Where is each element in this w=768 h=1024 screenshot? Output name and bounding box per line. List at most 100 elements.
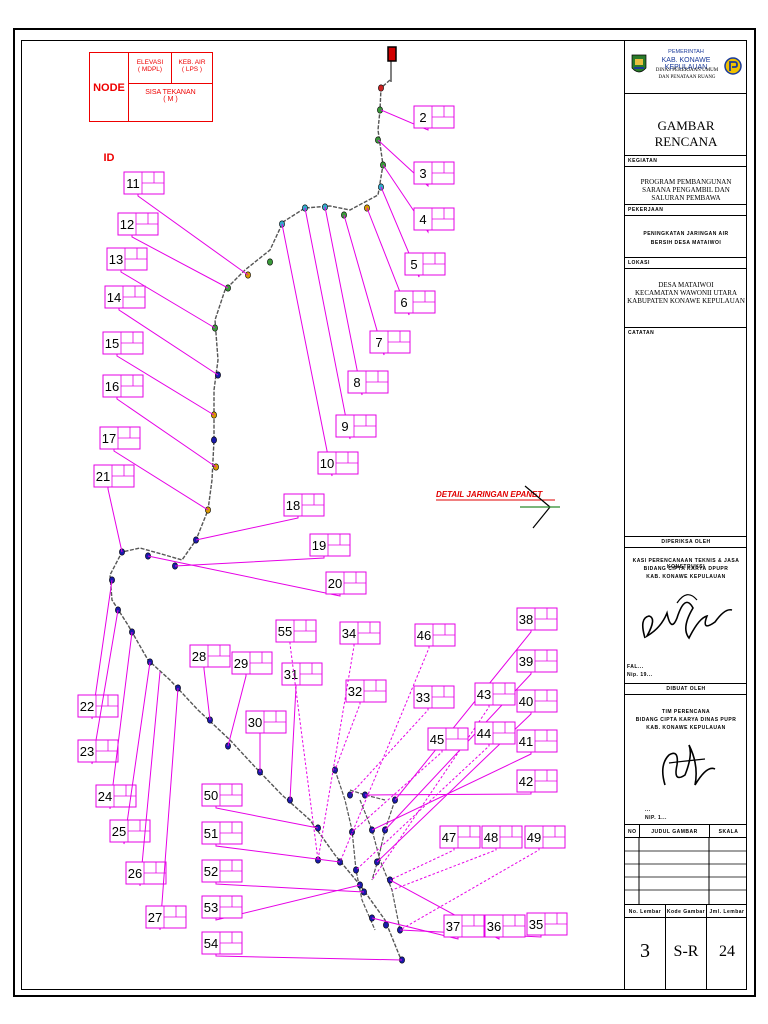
network-svg: 2345678910111213141516171819202122232425… [77,46,568,964]
leader-line-10 [281,223,333,477]
tb-lokasi-header: LOKASI [625,258,747,269]
leader-line-54 [215,954,403,961]
leader-line-24 [109,631,133,810]
tb-lokasi: DESA MATAIWOI KECAMATAN WAWONII UTARA KA… [625,269,747,328]
tb-gambar-rencana-title: GAMBAR RENCANA [654,118,718,149]
tb-no-lembar: 3 [640,940,650,962]
leader-line-39 [384,672,532,831]
tb-dibuat-nip: NIP. 1... [645,815,667,821]
legend-elevasi-label: ELEVASI [136,59,164,66]
node-id-label-41: 41 [519,734,533,749]
legend-sisa-tekanan-unit: ( M ) [163,96,178,103]
legend-keb-air-label: KEB. AIR [178,59,206,66]
regency-emblem-icon [631,54,647,73]
tb-pekerjaan-header: PEKERJAAN [625,205,747,216]
leader-line-43 [371,705,490,881]
tb-kegiatan-header: KEGIATAN [625,156,747,167]
tb-diperiksa-nip: Nip. 19... [627,672,653,678]
reservoir-tank-icon [387,46,397,62]
leader-line-5 [380,186,420,278]
legend-node-id: NODE ID [89,52,129,164]
node-id-label-10: 10 [320,456,334,471]
detail-jaringan-label: DETAIL JARINGAN EPANET [436,490,543,499]
sheet-outer-border [13,28,756,997]
node-id-label-19: 19 [312,538,326,553]
node-id-label-2: 2 [419,110,426,125]
title-block: PEMERINTAH KAB. KONAWE KEPULAUAN DINAS P… [624,40,747,990]
tb-list-header: NO JUDUL GAMBAR SKALA [625,825,747,838]
tb-pemerintah: PEMERINTAH [668,49,704,55]
node-id-label-36: 36 [487,919,501,934]
leader-line-19 [174,556,325,567]
leader-line-9 [304,207,351,440]
leader-line-15 [116,354,215,416]
node-id-label-28: 28 [192,649,206,664]
node-id-label-42: 42 [519,774,533,789]
node-id-label-22: 22 [80,699,94,714]
tb-lokasi-1: DESA MATAIWOI [658,281,714,289]
leader-line-48 [391,848,497,891]
node-id-label-47: 47 [442,830,456,845]
tb-lokasi-3: KABUPATEN KONAWE KEPULAUAN [627,297,745,305]
leader-line-51 [215,844,341,863]
node-id-label-39: 39 [519,654,533,669]
leader-line-17 [113,449,209,511]
tb-kode-gambar-label: Kode Gambar [666,909,706,915]
tb-no-lembar-label: No. Lembar [628,909,662,915]
tb-dibuat-bidang: BIDANG CIPTA KARYA DINAS PUPR [635,717,737,723]
tb-kode-gambar: S-R [673,943,699,960]
tb-col-judul: JUDUL GAMBAR [651,829,698,835]
leader-line-27 [159,687,179,931]
leader-line-29 [227,674,247,747]
tb-col-skala: SKALA [718,829,739,835]
leader-line-50 [215,806,319,829]
node-id-label-26: 26 [128,866,142,881]
main-pipe-line [109,79,403,963]
signature-diperiksa-icon [641,594,733,640]
node-id-label-18: 18 [286,498,300,513]
tb-dibuat-jabatan: TIM PERENCANA [661,709,711,715]
junction-node-17 [211,436,217,444]
junction-node-1 [378,84,384,92]
tb-kegiatan-text: PROGRAM PEMBANGUNAN SARANA PENGAMBIL DAN… [640,178,732,202]
tb-list-rows [625,838,747,905]
tb-list-grid [625,838,747,905]
tb-dibuat-header: DIBUAT OLEH [625,684,747,695]
leader-line-23 [91,609,119,765]
sheet-inner-border [21,40,747,990]
tb-diperiksa: KASI PERENCANAAN TEKNIS & JASA KONSTRUKS… [625,548,747,684]
branch-pipe-1 [334,769,376,931]
leader-line-16 [116,397,217,468]
node-id-label-40: 40 [519,694,533,709]
leader-line-38 [394,630,532,801]
leader-line-14 [118,308,219,376]
leader-line-22 [91,579,113,720]
leader-line-44 [355,744,490,871]
tb-lokasi-label: LOKASI [628,260,650,266]
branch-pipe-2 [371,799,396,881]
leader-line-46 [339,646,430,863]
node-id-label-51: 51 [204,826,218,841]
tb-pekerjaan-text: PENINGKATAN JARINGAN AIR BERSIH DESA MAT… [643,231,729,246]
node-id-label-34: 34 [342,626,356,641]
tb-dibuat: TIM PERENCANA BIDANG CIPTA KARYA DINAS P… [625,695,747,825]
tb-lembar-values: 3 S-R 24 [625,918,747,990]
tb-diperiksa-nama: FAL... [627,664,644,670]
node-id-label-35: 35 [529,917,543,932]
leader-line-4 [382,164,429,234]
tb-diperiksa-jabatan: KASI PERENCANAAN TEKNIS & JASA KONSTRUKS… [632,558,740,570]
node-id-label-7: 7 [375,335,382,350]
tb-catatan: CATATAN [625,328,747,537]
junction-node-36 [383,921,389,929]
node-id-label-38: 38 [519,612,533,627]
tb-dibuat-nama: ... [645,807,651,813]
node-id-label-48: 48 [484,830,498,845]
tb-diperiksa-header: DIPERIKSA OLEH [625,537,747,548]
leader-line-2 [380,109,429,131]
signature-dibuat-icon [661,744,716,786]
leader-line-47 [389,848,455,881]
leader-line-18 [195,516,299,541]
node-id-label-43: 43 [477,687,491,702]
node-id-label-13: 13 [109,252,123,267]
leader-line-20 [147,555,341,597]
